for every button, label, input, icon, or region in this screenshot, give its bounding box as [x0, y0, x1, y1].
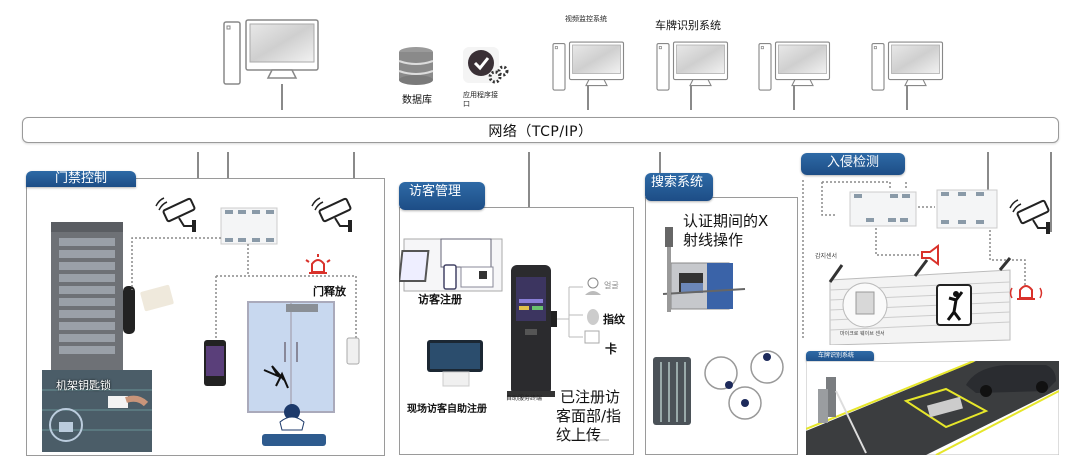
database-label: 数据库: [402, 95, 432, 106]
computer-icon: [871, 41, 944, 91]
link-line: [659, 152, 661, 177]
link-line: [281, 84, 283, 110]
computer-icon: [758, 41, 831, 91]
self-registration-label: 现场访客自助注册: [407, 404, 487, 415]
access-control-devices: [42, 197, 360, 452]
top-systems: [223, 19, 944, 91]
upload-label: 已注册访客面部/指纹上传: [556, 388, 622, 444]
admin-computer-icon: [223, 19, 319, 85]
barrier-gate-icon: [818, 377, 867, 454]
card-label: 卡: [605, 342, 618, 356]
face-terminal-icon: [204, 340, 226, 386]
api-check-gear-icon: [463, 47, 509, 84]
plate-recognition-computer-icon: [656, 41, 729, 91]
card-icon: [584, 330, 600, 344]
self-service-kiosk-icon: [507, 265, 557, 397]
alarm-light-icon: [305, 254, 331, 274]
link-line: [1050, 152, 1052, 232]
intrusion-devices: [802, 180, 1050, 345]
api-label: 应用程序接口: [463, 91, 498, 108]
kiosk-label: 自助服务终端: [506, 395, 543, 402]
visitor-registration-label: 访客注册: [418, 293, 462, 306]
access-card-icon: [140, 284, 174, 312]
visitor-registration-screens-icon: [399, 238, 503, 292]
link-line: [793, 86, 795, 110]
video-monitor-computer-icon: [552, 41, 625, 91]
intrusion-controller-board-icon: [849, 191, 917, 227]
self-registration-tablet-icon: [427, 340, 483, 387]
video-monitor-label: 视频监控系统: [565, 15, 607, 23]
turnstile-gate-icon: [653, 357, 691, 425]
link-line: [906, 86, 908, 110]
plate-system-title: 车牌识别系统: [806, 351, 874, 363]
card-reader-icon: [123, 286, 135, 334]
person-icon: [262, 404, 326, 446]
sensor-label: 감지센서: [815, 253, 838, 260]
rack-key-lock-label: 机架钥匙锁: [56, 379, 111, 392]
cctv-camera-icon: [155, 197, 196, 232]
microwave-sensor-label: 마이크로 웨이브 센서: [840, 331, 885, 337]
xray-scanner-icon: [662, 227, 746, 312]
fingerprint-label: 指纹: [603, 313, 625, 326]
access-controller-board-icon: [936, 189, 998, 229]
search-title: 搜索系统: [645, 173, 713, 201]
network-label: 网络（TCP/IP）: [488, 124, 593, 140]
climber-warning-icon: [936, 284, 972, 326]
access-controller-board-icon: [220, 207, 278, 245]
siren-speaker-icon: [921, 244, 939, 266]
visitor-title: 访客管理: [399, 182, 485, 210]
visitor-devices: [399, 238, 609, 441]
search-devices: [653, 227, 784, 425]
glass-door-icon: [247, 301, 335, 413]
cctv-camera-icon: [1009, 199, 1050, 234]
plate-recognition-road-image: [806, 361, 1059, 455]
network-bus: 网络（TCP/IP）: [22, 117, 1059, 143]
rotation-diagram-icon: [704, 350, 784, 420]
under-vehicle-scanner-icon: [903, 387, 989, 429]
alarm-bell-icon: [1009, 285, 1043, 300]
fingerprint-icon: [587, 309, 599, 325]
exit-button-device-icon: [346, 337, 360, 365]
car-icon: [966, 365, 1056, 397]
door-release-label: 门释放: [313, 285, 346, 298]
face-label: 얼굴: [604, 281, 619, 290]
access-control-title: 门禁控制: [26, 171, 136, 187]
xray-label: 认证期间的X射线操作: [683, 212, 769, 249]
microwave-sensor-icon: [842, 282, 888, 328]
cctv-camera-icon: [311, 197, 352, 232]
rack-key-lock-image: [42, 370, 152, 452]
database-icon: [398, 47, 434, 85]
link-line: [587, 86, 589, 110]
link-line: [987, 152, 989, 194]
plate-recognition-label: 车牌识别系统: [655, 19, 721, 32]
face-recognition-icon: [585, 277, 601, 295]
intrusion-title: 入侵检测: [801, 153, 905, 175]
link-line: [690, 86, 692, 110]
